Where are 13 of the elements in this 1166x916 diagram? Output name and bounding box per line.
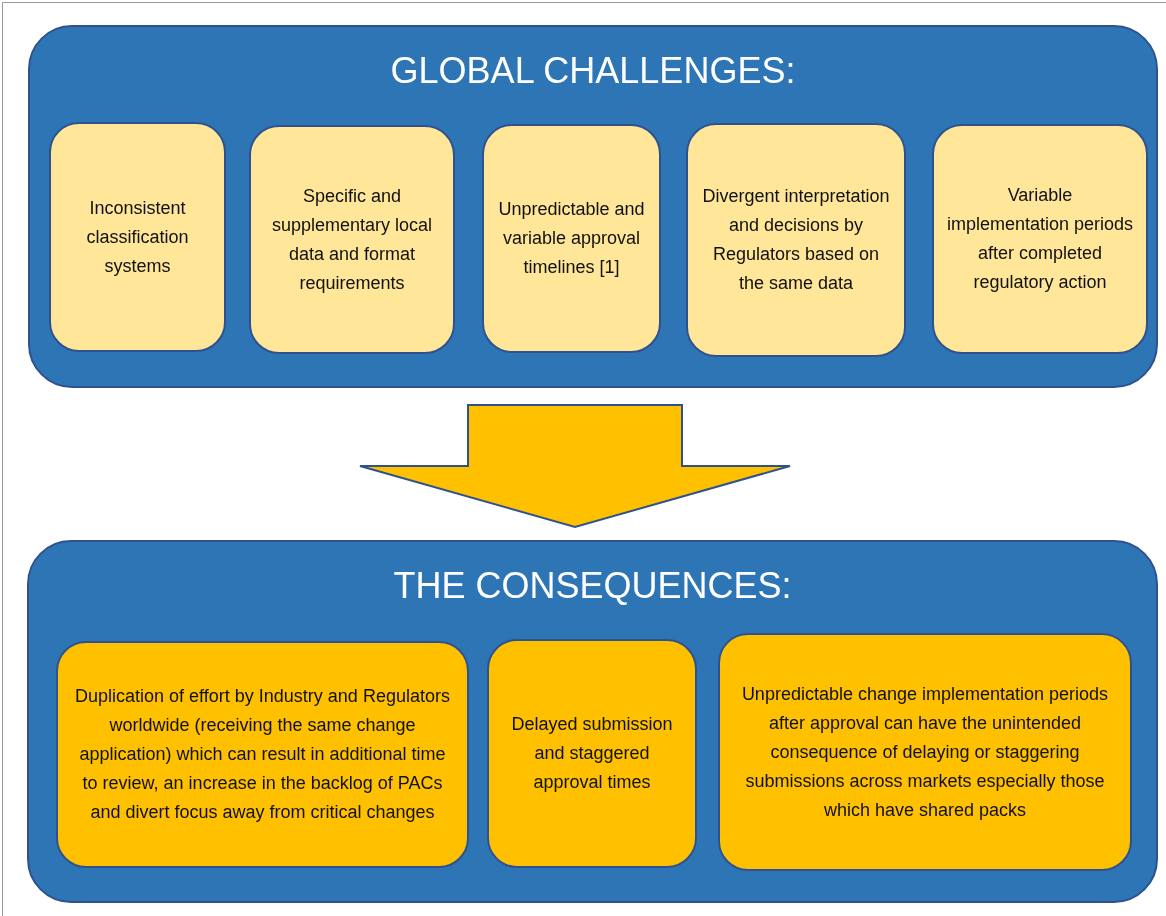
text-box: Unpredictable change implementation periods after approval can have the unintended consequence of delaying or staggering submissions across markets especially those which have shared packs <box>718 633 1132 871</box>
panel-title: THE CONSEQUENCES: <box>392 564 793 608</box>
panel <box>28 25 1158 388</box>
text-box: Delayed submission and staggered approval times <box>487 639 697 868</box>
text-box: Divergent interpretation and decisions by Regulators based on the same data <box>686 123 906 357</box>
text-box: Duplication of effort by Industry and Regulators worldwide (receiving the same change application) which can result in additional time to review, an increase in the backlog of PACs and divert focus away from critical changes <box>56 641 469 868</box>
text-box: Variable implementation periods after completed regulatory action <box>932 124 1148 354</box>
panel <box>27 540 1158 903</box>
text-box: Inconsistent classification systems <box>49 122 226 352</box>
text-box: Unpredictable and variable approval timelines [1] <box>482 124 661 353</box>
block-arrow <box>359 404 791 529</box>
panel-title: GLOBAL CHALLENGES: <box>389 49 797 93</box>
text-box: Specific and supplementary local data and format requirements <box>249 125 455 354</box>
